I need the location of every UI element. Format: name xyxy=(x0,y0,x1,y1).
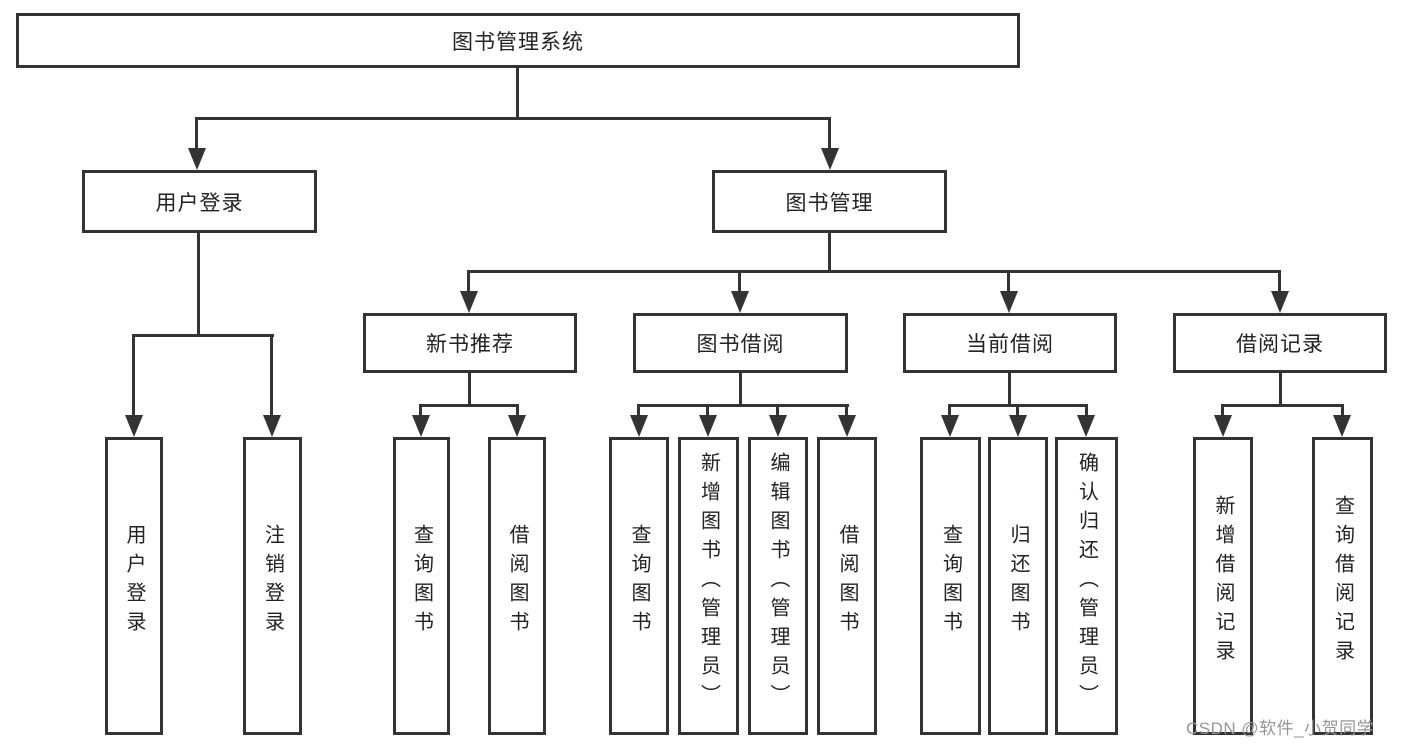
node-borrow-record: 借阅记录 xyxy=(1173,313,1387,373)
arrow-down-icon xyxy=(941,415,959,437)
connector-line xyxy=(132,334,274,337)
node-label: 编辑图书（管理员） xyxy=(767,451,789,713)
node-label: 查询图书 xyxy=(410,524,433,640)
leaf-query-book-recommend: 查询图书 xyxy=(393,437,450,735)
connector-line xyxy=(738,270,741,293)
leaf-borrow-book-recommend: 借阅图书 xyxy=(488,437,546,735)
node-label: 借阅图书 xyxy=(836,524,858,640)
connector-line xyxy=(1341,404,1344,418)
arrow-down-icon xyxy=(699,415,717,437)
connector-line xyxy=(1221,404,1344,407)
node-label: 图书借阅 xyxy=(696,333,785,356)
arrow-down-icon xyxy=(1009,415,1027,437)
node-label: 用户登录 xyxy=(123,524,145,640)
connector-line xyxy=(516,66,519,119)
node-new-book-recommend: 新书推荐 xyxy=(363,313,577,373)
connector-line xyxy=(270,334,273,417)
node-label: 当前借阅 xyxy=(966,333,1054,356)
node-book-borrow: 图书借阅 xyxy=(633,313,848,373)
node-current-borrow: 当前借阅 xyxy=(903,313,1117,373)
node-label: 图书管理 xyxy=(785,191,874,215)
connector-line xyxy=(637,404,640,418)
connector-line xyxy=(195,117,831,120)
node-label: 查询图书 xyxy=(628,524,650,640)
arrow-down-icon xyxy=(263,415,281,437)
connector-line xyxy=(467,270,470,293)
node-label: 新增图书（管理员） xyxy=(697,451,720,713)
leaf-add-book-admin: 新增图书（管理员） xyxy=(678,437,739,735)
connector-line xyxy=(828,233,831,273)
connector-line xyxy=(706,404,709,418)
connector-line xyxy=(419,404,422,418)
connector-line xyxy=(776,404,779,418)
arrow-down-icon xyxy=(1214,415,1232,437)
leaf-return-book: 归还图书 xyxy=(988,437,1048,735)
leaf-query-borrow-record: 查询借阅记录 xyxy=(1312,437,1373,735)
node-label: 确认归还（管理员） xyxy=(1075,451,1098,713)
connector-line xyxy=(1278,270,1281,293)
leaf-query-book-borrow: 查询图书 xyxy=(609,437,669,735)
connector-line xyxy=(1221,404,1224,418)
arrow-down-icon xyxy=(1077,415,1095,437)
connector-line xyxy=(1279,373,1282,406)
node-label: 借阅图书 xyxy=(506,524,528,640)
arrow-down-icon xyxy=(460,291,478,313)
connector-line xyxy=(1085,404,1088,418)
node-label: 借阅记录 xyxy=(1236,333,1324,356)
connector-line xyxy=(948,404,951,418)
arrow-down-icon xyxy=(1333,415,1351,437)
node-label: 图书管理系统 xyxy=(452,30,584,54)
node-label: 归还图书 xyxy=(1007,524,1029,640)
node-label: 查询借阅记录 xyxy=(1331,495,1354,669)
leaf-user-login: 用户登录 xyxy=(105,437,163,735)
arrow-down-icon xyxy=(769,415,787,437)
node-label: 新书推荐 xyxy=(426,333,514,356)
node-library-management-system: 图书管理系统 xyxy=(16,13,1020,68)
connector-line xyxy=(828,117,831,150)
connector-line xyxy=(1008,373,1011,406)
arrow-down-icon xyxy=(125,415,143,437)
connector-line xyxy=(419,404,519,407)
leaf-add-borrow-record: 新增借阅记录 xyxy=(1193,437,1253,735)
node-book-management: 图书管理 xyxy=(712,170,947,233)
arrow-down-icon xyxy=(1000,291,1018,313)
leaf-confirm-return-admin: 确认归还（管理员） xyxy=(1055,437,1118,735)
arrow-down-icon xyxy=(821,148,839,170)
csdn-watermark: CSDN @软件_小贺同学 xyxy=(1186,719,1375,738)
connector-line xyxy=(467,270,1281,273)
node-user-login: 用户登录 xyxy=(82,170,317,233)
connector-line xyxy=(637,404,849,407)
arrow-down-icon xyxy=(731,291,749,313)
connector-line xyxy=(845,404,848,418)
connector-line xyxy=(1007,270,1010,293)
arrow-down-icon xyxy=(630,415,648,437)
connector-line xyxy=(195,117,198,150)
connector-line xyxy=(739,373,742,406)
connector-line xyxy=(516,404,519,418)
connector-line xyxy=(132,334,135,417)
connector-line xyxy=(1016,404,1019,418)
leaf-query-book-current: 查询图书 xyxy=(920,437,981,735)
node-label: 用户登录 xyxy=(155,191,244,215)
leaf-logout: 注销登录 xyxy=(243,437,302,735)
leaf-edit-book-admin: 编辑图书（管理员） xyxy=(748,437,808,735)
node-label: 注销登录 xyxy=(261,524,284,640)
connector-line xyxy=(197,233,200,337)
arrow-down-icon xyxy=(188,148,206,170)
arrow-down-icon xyxy=(508,415,526,437)
arrow-down-icon xyxy=(412,415,430,437)
arrow-down-icon xyxy=(1271,291,1289,313)
node-label: 新增借阅记录 xyxy=(1212,495,1234,669)
node-label: 查询图书 xyxy=(939,524,962,640)
leaf-borrow-book: 借阅图书 xyxy=(817,437,877,735)
arrow-down-icon xyxy=(838,415,856,437)
connector-line xyxy=(468,373,471,406)
